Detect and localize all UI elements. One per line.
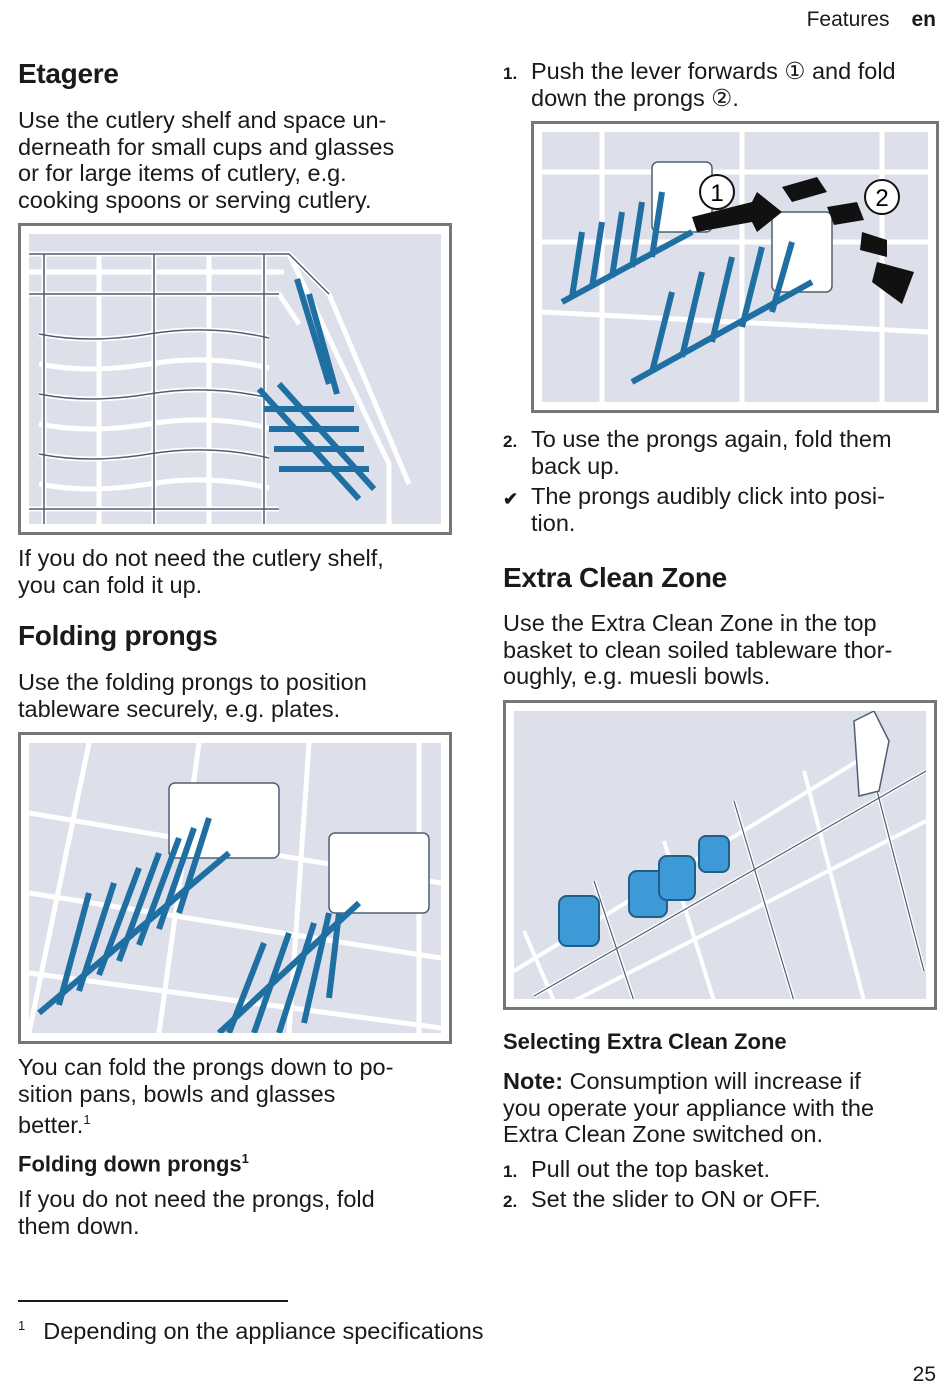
text-line: derneath for small cups and glasses (18, 133, 395, 160)
heading-text: Folding down prongs (18, 1151, 242, 1177)
text-line: If you do not need the prongs, fold (18, 1186, 375, 1212)
note-label: Note: (503, 1068, 564, 1094)
etagere-heading: Etagere (18, 58, 119, 89)
text-line: back up. (531, 452, 620, 479)
text-line: To use the prongs again, fold them (531, 426, 892, 452)
footnote-marker: 1 (18, 1318, 26, 1333)
footnote-text: Depending on the appliance specification… (43, 1318, 484, 1344)
text-line: basket to clean soiled tableware thor- (503, 636, 893, 663)
text-line: sition pans, bowls and glasses (18, 1080, 336, 1107)
callout-1-label: 1 (710, 180, 723, 207)
text-line: Extra Clean Zone switched on. (503, 1121, 824, 1147)
text-line: better. (18, 1111, 84, 1138)
step-text: Set the slider to ON or OFF. (531, 1186, 821, 1212)
text-line: The prongs audibly click into posi- (531, 483, 885, 509)
folding-prongs-intro: Use the folding prongs to position table… (18, 669, 367, 722)
callout-1-circle (699, 174, 735, 210)
extra-clean-zone-illustration (514, 711, 926, 999)
folding-prongs-figure (18, 732, 452, 1044)
text-line: If you do not need the cutlery shelf, (18, 545, 384, 571)
language-code: en (911, 8, 936, 31)
consumption-note: Note: Consumption will increase if you o… (503, 1068, 874, 1148)
text-line: or for large items of cutlery, e.g. (18, 160, 347, 186)
callout-2-circle (864, 179, 900, 215)
folding-prongs-heading: Folding prongs (18, 620, 218, 651)
callout-2-label: 2 (875, 185, 888, 212)
cutlery-shelf-illustration (29, 251, 412, 524)
folding-down-instructions: If you do not need the prongs, fold them… (18, 1186, 375, 1239)
etagere-figure (18, 223, 452, 535)
etagere-fold-note: If you do not need the cutlery shelf, yo… (18, 545, 384, 598)
folding-down-prongs-heading: Folding down prongs1 (18, 1151, 249, 1177)
page-number: 25 (912, 1363, 936, 1386)
text-line: Use the cutlery shelf and space un- (18, 107, 387, 133)
text-line: Consumption will increase if (563, 1068, 861, 1094)
checkmark-icon: ✔ (503, 489, 519, 509)
text-line: Use the Extra Clean Zone in the top (503, 610, 877, 636)
prongs-illustration (29, 743, 441, 1033)
text-line: you can fold it up. (18, 571, 203, 598)
text-line: Push the lever forwards ① and fold (531, 58, 896, 84)
step-text: Push the lever forwards ① and fold down … (531, 58, 941, 111)
extra-clean-zone-intro: Use the Extra Clean Zone in the top bask… (503, 610, 892, 690)
step-number: 2. (503, 432, 518, 451)
footnote-divider (18, 1300, 288, 1302)
step-text: To use the prongs again, fold them back … (531, 426, 941, 479)
text-line: tableware securely, e.g. plates. (18, 695, 341, 722)
footnote: 1 Depending on the appliance specificatio… (18, 1318, 484, 1345)
extra-clean-zone-heading: Extra Clean Zone (503, 562, 727, 593)
step-text: Pull out the top basket. (531, 1156, 771, 1182)
text-line: You can fold the prongs down to po- (18, 1054, 394, 1080)
section-name: Features (806, 8, 890, 31)
footnote-ref: 1 (241, 1151, 249, 1166)
text-line: tion. (531, 509, 576, 536)
etagere-intro: Use the cutlery shelf and space un- dern… (18, 107, 394, 213)
text-line: them down. (18, 1212, 140, 1239)
page-header: Features en (807, 8, 936, 32)
step-number: 2. (503, 1192, 518, 1211)
text-line: Use the folding prongs to position (18, 669, 367, 695)
fold-lever-figure: 1 2 (531, 121, 939, 413)
footnote-ref: 1 (83, 1112, 91, 1127)
step-number: 1. (503, 64, 518, 83)
text-line: oughly, e.g. muesli bowls. (503, 663, 771, 689)
selecting-extra-clean-zone-heading: Selecting Extra Clean Zone (503, 1029, 787, 1054)
text-line: down the prongs ②. (531, 84, 739, 111)
fold-down-benefit: You can fold the prongs down to po- siti… (18, 1054, 393, 1138)
step-number: 1. (503, 1162, 518, 1181)
lever-illustration: 1 2 (542, 132, 928, 402)
extra-clean-zone-figure (503, 700, 937, 1010)
result-text: The prongs audibly click into posi- tion… (531, 483, 941, 536)
text-line: you operate your appliance with the (503, 1094, 875, 1121)
text-line: cooking spoons or serving cutlery. (18, 186, 372, 213)
